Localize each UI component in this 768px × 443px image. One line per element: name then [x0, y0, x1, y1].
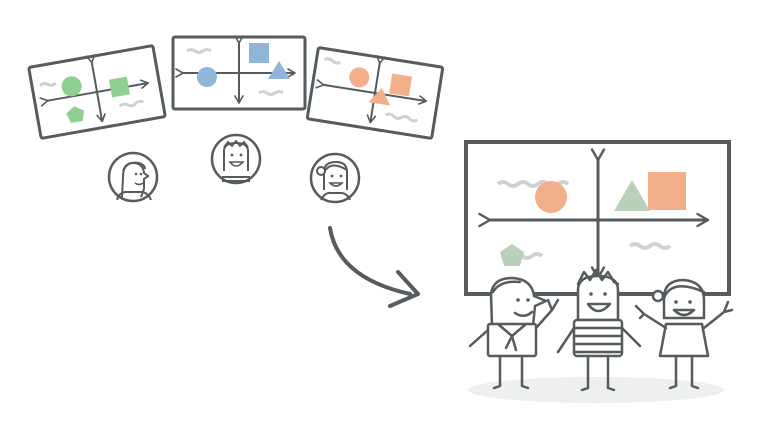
sage-pentagon [500, 244, 524, 266]
scribble [258, 90, 284, 96]
scribble [323, 57, 342, 65]
green-square [109, 76, 130, 98]
sage-triangle [614, 180, 650, 211]
orange-triangle [368, 88, 391, 106]
green-circle [61, 76, 82, 97]
ground-shadow [468, 377, 724, 403]
small-board-left [27, 44, 167, 140]
orange-square [389, 73, 413, 97]
person-man [468, 276, 560, 390]
avatar-man [107, 151, 159, 203]
orange-circle [535, 181, 567, 213]
person-boy [556, 268, 642, 392]
orange-circle [349, 67, 370, 88]
large-board [464, 140, 731, 296]
scribble [628, 242, 672, 250]
small-board-middle [171, 35, 307, 111]
green-pentagon [66, 106, 85, 123]
avatar-smiling-boy [210, 133, 262, 185]
scribble [384, 112, 419, 123]
blue-circle [197, 67, 217, 87]
curved-arrow-icon [328, 226, 420, 308]
blue-triangle [268, 61, 290, 79]
avatar-girl [309, 152, 361, 204]
y-axis [85, 54, 106, 123]
orange-square [648, 172, 686, 210]
small-board-right [305, 46, 445, 140]
y-axis [366, 55, 386, 124]
person-girl [634, 278, 734, 390]
blue-square [249, 43, 269, 63]
scribble [186, 48, 212, 54]
